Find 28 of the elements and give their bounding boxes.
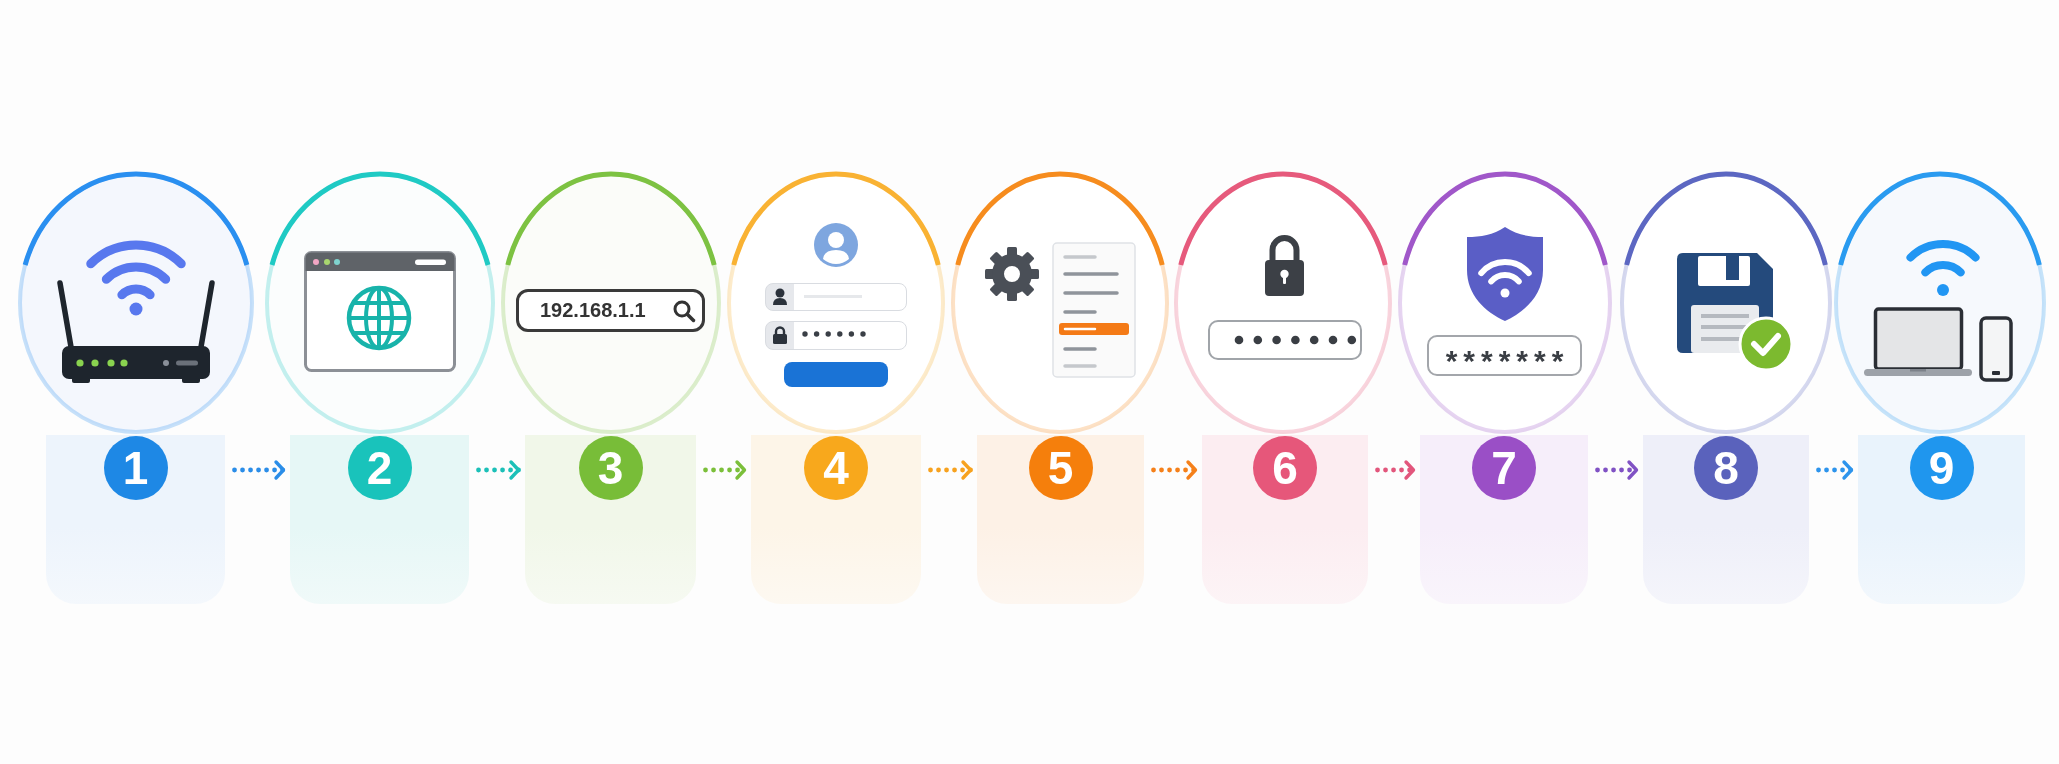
step-number-badge: 3 xyxy=(578,436,643,500)
step-panel xyxy=(525,435,696,604)
step-panel xyxy=(1643,435,1809,604)
step-panel xyxy=(1420,435,1588,604)
dotted-arrow xyxy=(229,460,287,480)
step-panel xyxy=(1202,435,1368,604)
dotted-arrow xyxy=(1592,460,1640,480)
password-field: ******* xyxy=(1427,335,1582,376)
search-field: 192.168.1.1 xyxy=(516,289,705,332)
step-number-badge: 8 xyxy=(1694,436,1758,500)
dotted-arrow xyxy=(1148,460,1199,480)
dotted-arrow xyxy=(473,460,522,480)
step-number-badge: 6 xyxy=(1253,436,1317,500)
step-panel xyxy=(46,435,225,604)
step-number-badge: 7 xyxy=(1472,436,1536,500)
step-number-badge: 4 xyxy=(804,436,868,500)
step-panel xyxy=(977,435,1144,604)
step-number-badge: 1 xyxy=(103,436,168,500)
dotted-arrow xyxy=(1372,460,1417,480)
dotted-arrow xyxy=(1813,460,1855,480)
step-number-badge: 2 xyxy=(347,436,412,500)
step-panel xyxy=(290,435,469,604)
dotted-arrow xyxy=(700,460,748,480)
dotted-arrow xyxy=(925,460,974,480)
step-number-badge: 5 xyxy=(1028,436,1093,500)
step-number-badge: 9 xyxy=(1909,436,1974,500)
step-panel xyxy=(1858,435,2025,604)
step-panel xyxy=(751,435,921,604)
